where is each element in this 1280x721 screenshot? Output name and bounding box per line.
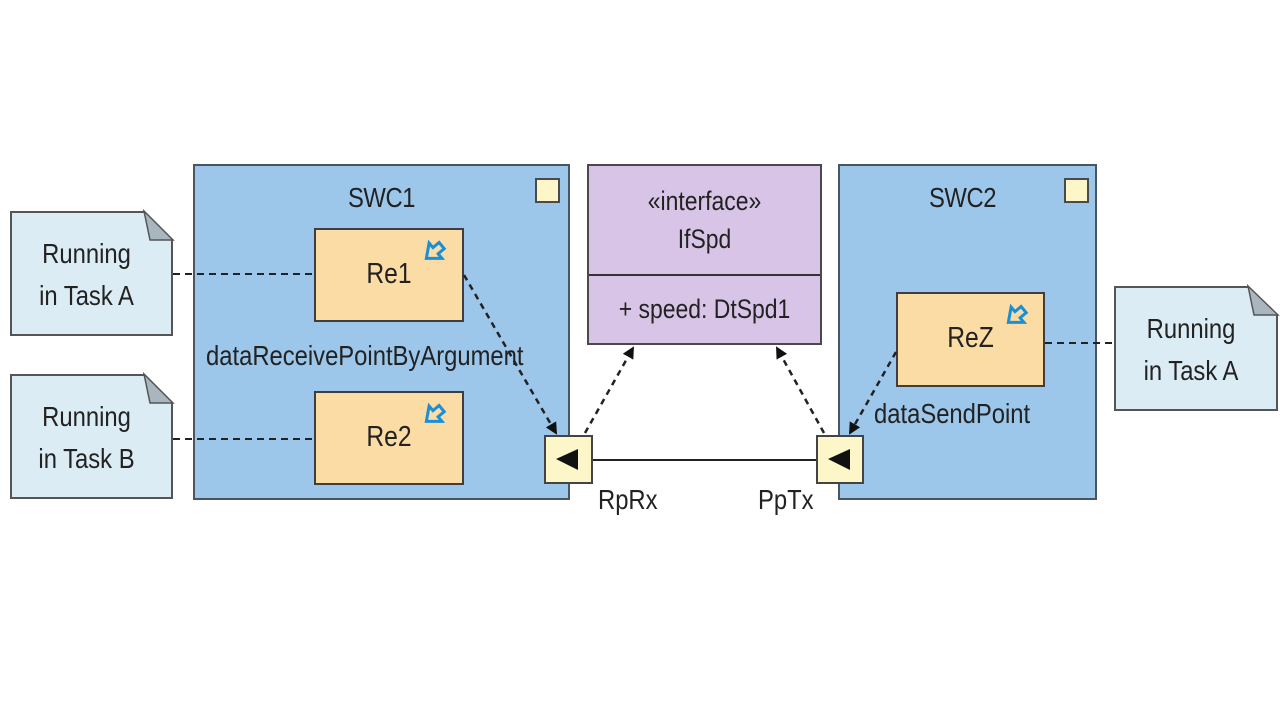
port-label-pptx: PpTx	[758, 484, 814, 515]
runnable-arrow-icon	[1006, 303, 1029, 324]
interface-divider	[589, 274, 820, 276]
note-line1: Running	[1146, 313, 1236, 344]
runnable-label: Re1	[366, 258, 412, 290]
port-interface-arrow-rprx	[583, 346, 635, 434]
port-direction-icon	[556, 449, 578, 470]
note-line2: in Task A	[39, 280, 134, 311]
runnable-re1[interactable]: Re1	[314, 228, 464, 322]
note-line1: Running	[42, 401, 131, 432]
port-direction-icon	[828, 449, 850, 470]
interface-attribute: + speed: DtSpd1	[618, 294, 791, 324]
note-line2: in Task B	[38, 443, 135, 474]
access-label-send: dataSendPoint	[874, 398, 1031, 429]
runnable-label: ReZ	[947, 322, 994, 354]
port-interface-arrow-pptx	[775, 346, 826, 434]
port-label-rprx: RpRx	[598, 484, 658, 515]
runnable-arrow-icon	[424, 402, 447, 423]
interface-name: IfSpd	[677, 224, 732, 254]
note-task-b: Running in Task B	[10, 374, 173, 499]
component-title: SWC1	[347, 182, 416, 213]
access-label-receive: dataReceivePointByArgument	[206, 340, 524, 371]
interface-stereotype: «interface»	[647, 186, 762, 216]
port-rprx[interactable]	[544, 435, 593, 484]
component-icon	[535, 178, 560, 203]
runnable-arrow-icon	[424, 239, 447, 260]
note-task-a-left: Running in Task A	[10, 211, 173, 336]
port-pptx[interactable]	[816, 435, 864, 484]
component-icon	[1064, 178, 1089, 203]
component-title: SWC2	[928, 182, 997, 213]
runnable-label: Re2	[366, 421, 412, 453]
runnable-re2[interactable]: Re2	[314, 391, 464, 485]
note-task-a-right: Running in Task A	[1114, 286, 1278, 411]
interface-ifspd[interactable]: «interface» IfSpd + speed: DtSpd1	[587, 164, 822, 345]
note-line2: in Task A	[1143, 355, 1239, 386]
note-line1: Running	[42, 238, 131, 269]
runnable-rez[interactable]: ReZ	[896, 292, 1045, 387]
